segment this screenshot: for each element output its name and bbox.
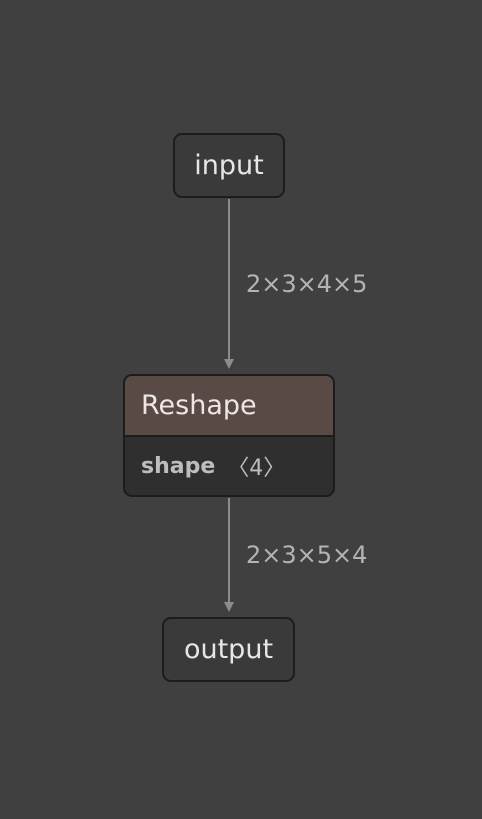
attribute-name: shape bbox=[141, 453, 216, 479]
reshape-node[interactable]: Reshape shape 〈4〉 bbox=[123, 374, 335, 497]
edge-label-input-reshape: 2×3×4×5 bbox=[246, 270, 368, 298]
attribute-value: 〈4〉 bbox=[227, 456, 286, 481]
input-node-label: input bbox=[194, 150, 264, 181]
output-node[interactable]: output bbox=[162, 617, 295, 682]
input-node[interactable]: input bbox=[173, 133, 285, 198]
reshape-node-header: Reshape bbox=[125, 376, 333, 437]
edge-label-reshape-output: 2×3×5×4 bbox=[246, 541, 368, 569]
output-node-label: output bbox=[183, 634, 274, 665]
reshape-attribute-row[interactable]: shape 〈4〉 bbox=[125, 437, 333, 495]
reshape-node-title: Reshape bbox=[141, 390, 257, 421]
